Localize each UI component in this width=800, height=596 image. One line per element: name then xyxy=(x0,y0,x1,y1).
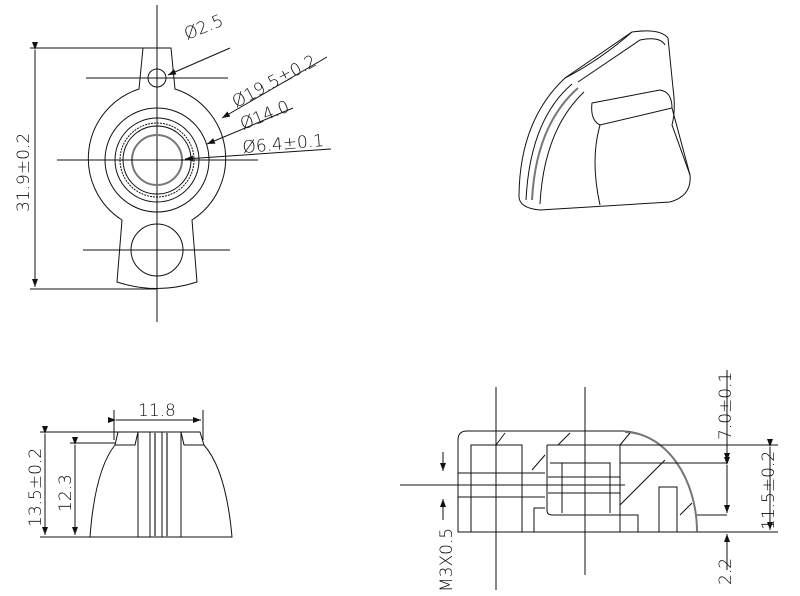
dim-body-height: 12.3 xyxy=(56,474,76,512)
dim-bore-diameter: Ø6.4±0.1 xyxy=(242,131,325,158)
top-view: 31.9±0.2 Ø2.5 Ø19.5±0.2 Ø14.0 Ø6.4±0.1 xyxy=(14,5,332,322)
dim-shaft-depth: 11.5±0.2 xyxy=(759,451,779,530)
dim-top-depth: 7.0±0.1 xyxy=(716,372,736,440)
dim-base-thickness: 2.2 xyxy=(716,558,736,585)
front-view: 11.8 13.5±0.2 12.3 xyxy=(26,401,233,538)
dim-overall-length: 31.9±0.2 xyxy=(14,133,34,212)
dim-set-screw: M3X0.5 xyxy=(437,528,457,592)
section-view: M3X0.5 7.0±0.1 11.5±0.2 2.2 xyxy=(400,370,779,592)
dim-hole-small: Ø2.5 xyxy=(181,11,226,45)
perspective-view xyxy=(518,30,691,211)
dim-top-width: 11.8 xyxy=(138,401,176,421)
dim-overall-height: 13.5±0.2 xyxy=(26,448,46,527)
